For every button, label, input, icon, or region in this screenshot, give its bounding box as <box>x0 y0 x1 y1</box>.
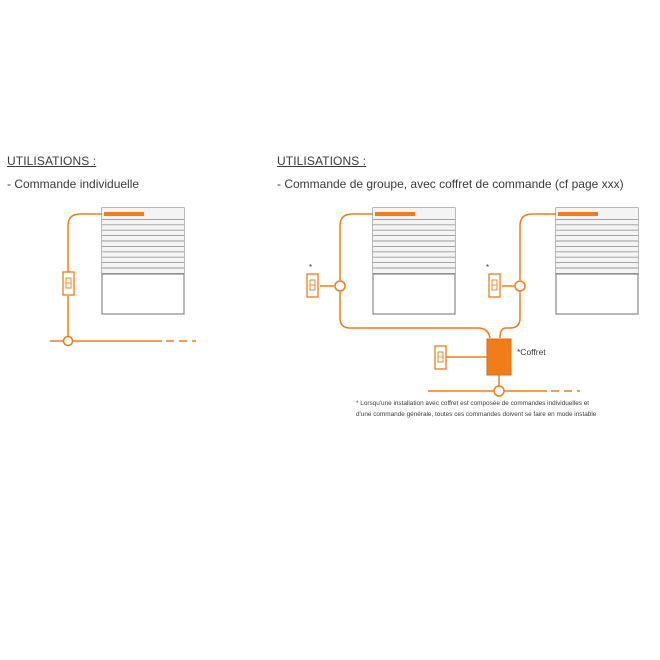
left-section-title: UTILISATIONS : <box>7 154 97 168</box>
shutter2-top-wire <box>519 213 556 280</box>
asterisk-marker-1: * <box>309 263 312 272</box>
wall-switch-2 <box>306 273 319 298</box>
right-section-title: UTILISATIONS : <box>277 154 367 168</box>
shutter-window-1 <box>101 207 185 315</box>
wall-switch-4 <box>434 345 447 370</box>
shutter1-junction-node <box>334 280 346 292</box>
coffret-label: *Coffret <box>517 347 546 357</box>
switch-plate <box>488 273 501 298</box>
wall-switch-3 <box>488 273 501 298</box>
switch-plate <box>62 271 75 296</box>
switch-plate <box>434 345 447 370</box>
wall-switch-1 <box>62 271 75 296</box>
switches-group <box>62 271 501 370</box>
shutter-window-3 <box>555 207 639 315</box>
footnote-line-2: d'une commande générale, toutes ces comm… <box>356 411 597 418</box>
shutter2-down-wire <box>499 292 521 339</box>
shutter1-down-wire <box>339 292 491 339</box>
left-junction-node <box>62 335 74 347</box>
junction-nodes <box>62 280 526 397</box>
wires-group <box>50 213 580 392</box>
shutters-group <box>101 207 639 315</box>
switch-plate <box>306 273 319 298</box>
right-section-caption: - Commande de groupe, avec coffret de co… <box>277 177 624 191</box>
footnote-line-1: * Lorsqu'une installation avec coffret e… <box>356 400 589 407</box>
shutter-motor-bar <box>375 212 415 216</box>
shutter-window-2 <box>372 207 456 315</box>
asterisk-marker-2: * <box>486 263 489 272</box>
right-bus-junction-node <box>493 385 505 397</box>
shutter-motor-bar <box>104 212 144 216</box>
left-top-wire <box>67 213 102 272</box>
shutter-motor-bar <box>558 212 598 216</box>
shutter1-top-wire <box>339 213 373 280</box>
coffret-box <box>486 338 512 376</box>
left-section-caption: - Commande individuelle <box>7 177 140 191</box>
shutter2-junction-node <box>514 280 526 292</box>
